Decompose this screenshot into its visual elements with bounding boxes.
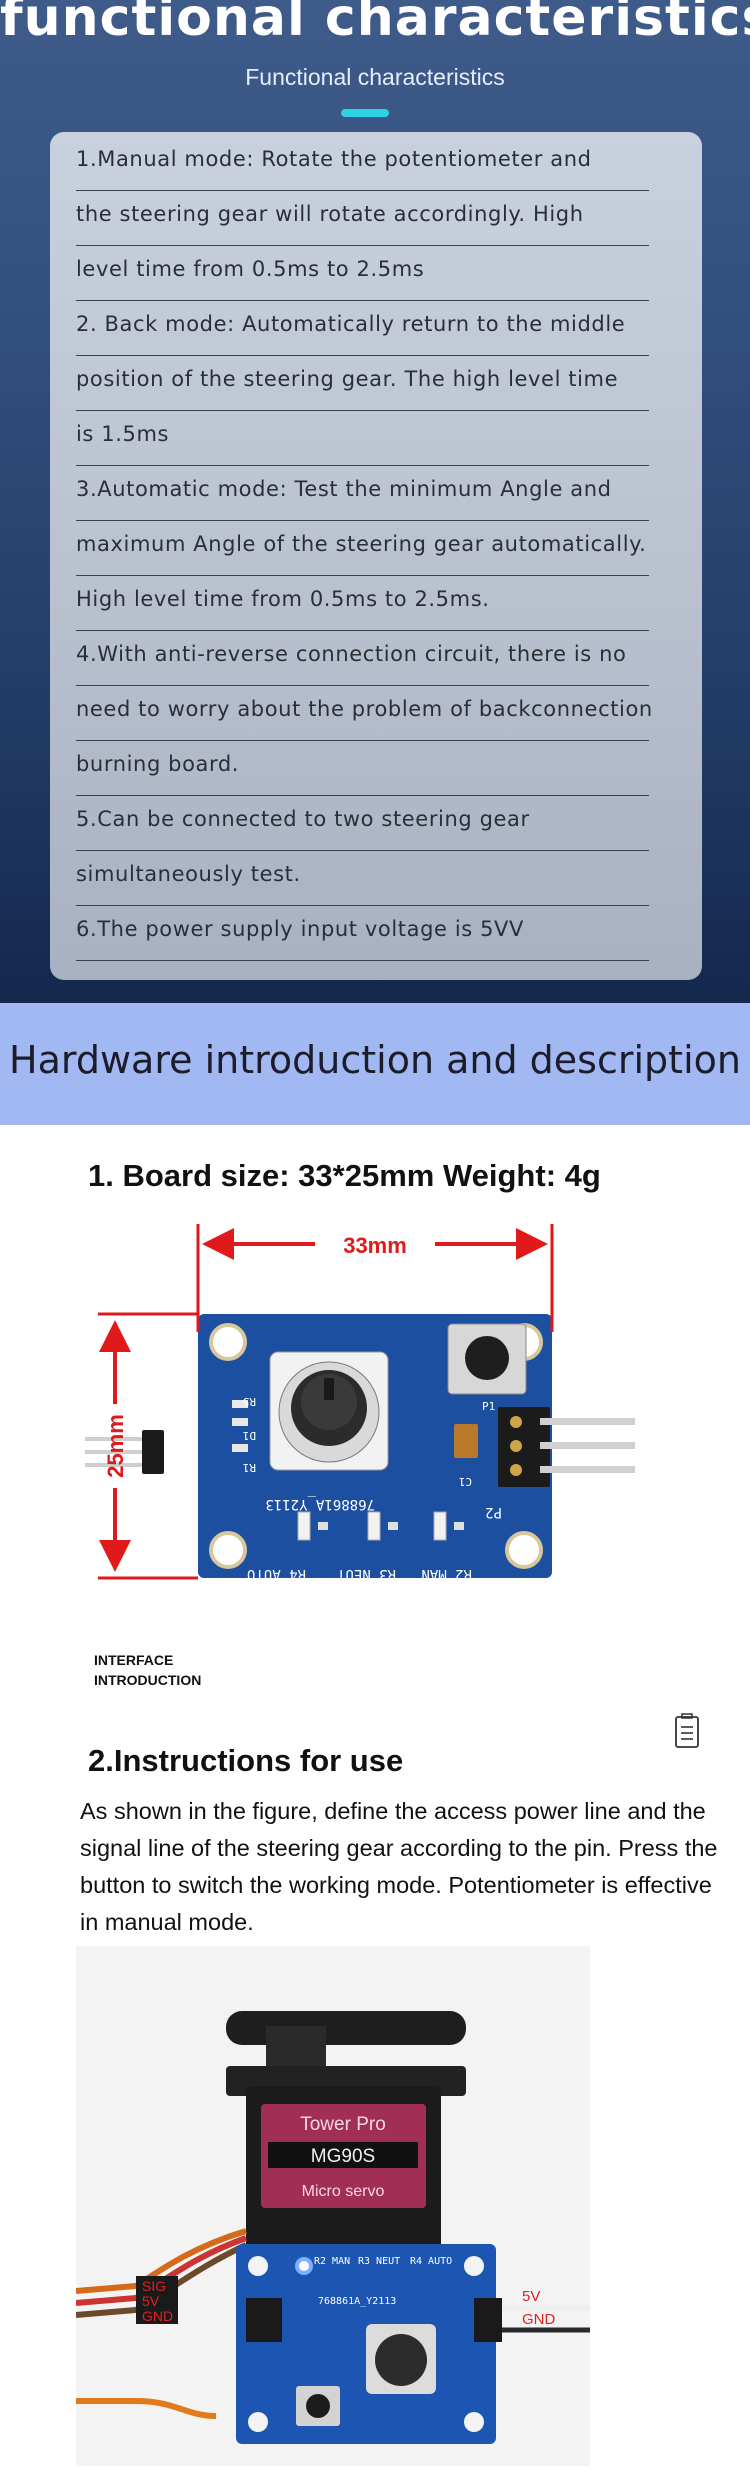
silk-man: R2 MAN bbox=[421, 1566, 472, 1582]
pin-label-sig: SIG bbox=[142, 2278, 166, 2294]
usage-photo: Tower Pro MG90S Micro servo SIG 5V GND R… bbox=[76, 1946, 590, 2466]
silk-r5: R5 bbox=[243, 1395, 256, 1408]
smd-part bbox=[232, 1444, 248, 1452]
servo-brand: Tower Pro bbox=[300, 2114, 386, 2135]
feature-line: simultaneously test. bbox=[76, 851, 649, 906]
features-section: functional characteristics Functional ch… bbox=[0, 0, 750, 1003]
page-subtitle: Functional characteristics bbox=[245, 64, 505, 90]
photo-silk-neut: R3 NEUT bbox=[358, 2256, 400, 2267]
document-icon bbox=[675, 1713, 699, 1748]
smd-part bbox=[232, 1400, 248, 1408]
capacitor bbox=[454, 1424, 478, 1458]
page-title: functional characteristics bbox=[0, 0, 750, 48]
silk-c1: C1 bbox=[459, 1475, 472, 1488]
servo-wire bbox=[76, 2398, 217, 2419]
hardware-title: Hardware introduction and description bbox=[9, 1038, 741, 1082]
mounting-hole bbox=[505, 1531, 543, 1569]
servo-model: MG90S bbox=[311, 2146, 375, 2167]
feature-line: level time from 0.5ms to 2.5ms bbox=[76, 246, 649, 301]
photo-silk-code: 768861A_Y2113 bbox=[318, 2296, 396, 2307]
mounting-hole bbox=[209, 1531, 247, 1569]
status-leds bbox=[297, 1511, 464, 1541]
feature-line: is 1.5ms bbox=[76, 411, 649, 466]
photo-silk-auto: R4 AUTO bbox=[410, 2256, 452, 2267]
feature-line: 2. Back mode: Automatically return to th… bbox=[76, 301, 649, 356]
feature-line: High level time from 0.5ms to 2.5ms. bbox=[76, 576, 649, 631]
instructions-heading: 2.Instructions for use bbox=[88, 1743, 404, 1778]
feature-line: position of the steering gear. The high … bbox=[76, 356, 649, 411]
hardware-band bbox=[0, 1003, 750, 1125]
feature-line: maximum Angle of the steering gear autom… bbox=[76, 521, 649, 576]
instructions-paragraph: As shown in the figure, define the acces… bbox=[80, 1798, 718, 1935]
silk-p2: P2 bbox=[485, 1504, 502, 1520]
potentiometer bbox=[269, 1351, 389, 1471]
pin-label-5v-right: 5V bbox=[522, 2288, 540, 2305]
right-pin-header bbox=[498, 1407, 635, 1487]
silk-p1: P1 bbox=[482, 1400, 495, 1413]
dimension-width: 33mm bbox=[196, 1224, 554, 1332]
silk-r1: R1 bbox=[243, 1461, 256, 1474]
servo-motor: Tower Pro MG90S Micro servo bbox=[226, 2066, 466, 2251]
mounting-hole bbox=[209, 1323, 247, 1361]
servo-horn bbox=[226, 2011, 466, 2045]
driver-module bbox=[236, 2244, 502, 2444]
dimension-height: 25mm bbox=[98, 1312, 198, 1580]
silk-neut: R3 NEUT bbox=[336, 1566, 396, 1582]
board-size-heading: 1. Board size: 33*25mm Weight: 4g bbox=[88, 1158, 601, 1193]
smd-part bbox=[232, 1418, 248, 1426]
left-connector bbox=[136, 2276, 178, 2324]
pin-label-5v: 5V bbox=[142, 2293, 160, 2309]
silk-auto: R4 AUTO bbox=[247, 1566, 306, 1582]
feature-line: 5.Can be connected to two steering gear bbox=[76, 796, 649, 851]
feature-line: the steering gear will rotate accordingl… bbox=[76, 191, 649, 246]
height-label: 25mm bbox=[103, 1414, 128, 1478]
pin-label-gnd-right: GND bbox=[522, 2311, 556, 2328]
accent-bar bbox=[341, 109, 389, 117]
feature-line: 6.The power supply input voltage is 5VV bbox=[76, 906, 649, 961]
features-card: 1.Manual mode: Rotate the potentiometer … bbox=[50, 132, 702, 980]
silk-d1: D1 bbox=[243, 1429, 256, 1442]
board-diagram: 768861A_Y2113 R4 AUTO R3 NEUT R2 MAN P2 … bbox=[85, 1224, 635, 1582]
feature-line: 3.Automatic mode: Test the minimum Angle… bbox=[76, 466, 649, 521]
pin-label-gnd: GND bbox=[142, 2308, 173, 2324]
feature-line: burning board. bbox=[76, 741, 649, 796]
photo-silk-man: R2 MAN bbox=[314, 2256, 350, 2267]
feature-line: 1.Manual mode: Rotate the potentiometer … bbox=[76, 136, 649, 191]
push-button bbox=[447, 1323, 527, 1395]
width-label: 33mm bbox=[343, 1233, 407, 1258]
silk-board-code: 768861A_Y2113 bbox=[265, 1496, 375, 1512]
left-pin-header bbox=[85, 1430, 164, 1474]
feature-line: need to worry about the problem of backc… bbox=[76, 686, 652, 741]
feature-line: 4.With anti-reverse connection circuit, … bbox=[76, 631, 649, 686]
servo-type: Micro servo bbox=[302, 2183, 385, 2200]
